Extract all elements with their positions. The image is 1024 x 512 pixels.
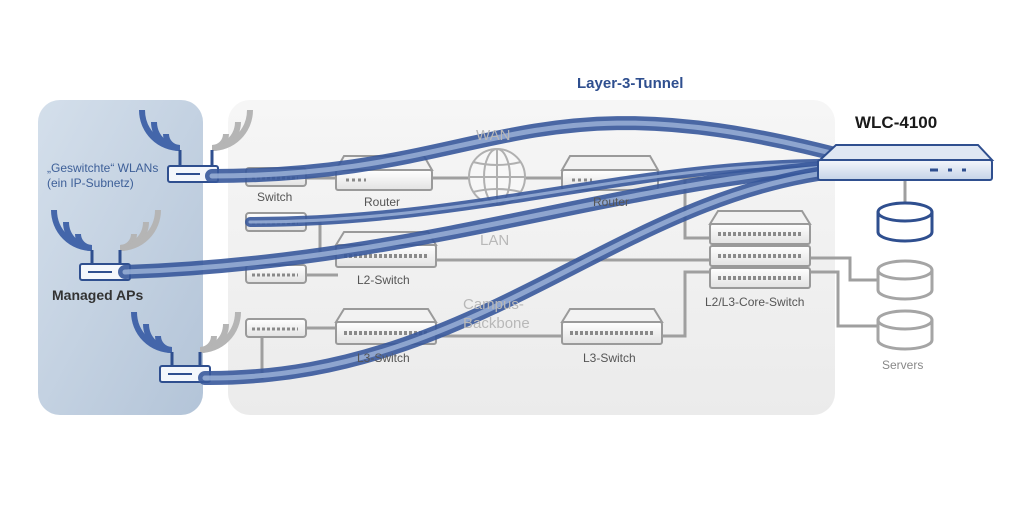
switch-label: Switch [257, 190, 293, 204]
managed-aps-label: Managed APs [52, 287, 144, 303]
router-right-label: Router [593, 195, 630, 209]
database-icon [876, 201, 934, 243]
controller-icon [817, 144, 995, 181]
servers-label: Servers [882, 358, 924, 372]
switched-wlans-subnet-label: (ein IP-Subnetz) [47, 176, 134, 190]
router-left-label: Router [364, 195, 401, 209]
layer-3-tunnels [118, 116, 857, 386]
switch-icon [245, 318, 307, 338]
lan-label: LAN [480, 232, 510, 249]
l3-switch-left-label: L3-Switch [357, 351, 410, 365]
switched-wlans-label: „Geswitchte“ WLANs [47, 161, 159, 175]
access-point-icon [159, 352, 211, 383]
core-switch-label: L2/L3-Core-Switch [705, 295, 805, 309]
tunnel-to-ap-3 [198, 163, 857, 386]
wifi-signal-icon [51, 209, 161, 251]
wan-label: WAN [476, 127, 511, 144]
tunnel-to-ap-1 [205, 116, 857, 183]
wifi-signal-icon [131, 311, 241, 353]
database-icon [876, 259, 934, 301]
tunnel-to-ap-2 [118, 159, 857, 279]
core-switch-icon [708, 210, 812, 289]
switch-icon [560, 308, 664, 345]
l3-switch-right-label: L3-Switch [583, 351, 636, 365]
tunnel-label: Layer-3-Tunnel [577, 75, 684, 92]
campus-label: Campus- [463, 296, 524, 313]
tunnel-to-switch [245, 158, 855, 227]
l2-switch-label: L2-Switch [357, 273, 410, 287]
database-icon [876, 309, 934, 351]
controller-label: WLC-4100 [855, 113, 938, 132]
wifi-signal-icon [139, 109, 253, 151]
backbone-label: Backbone [463, 315, 530, 332]
